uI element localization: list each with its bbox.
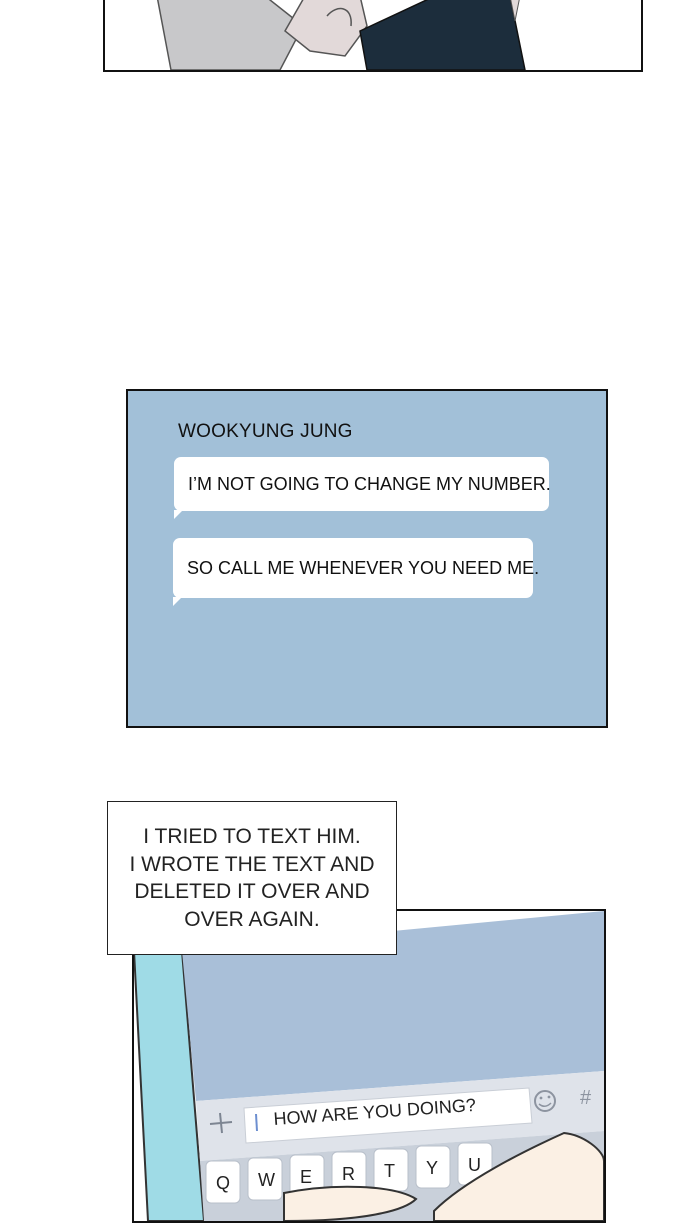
key-q[interactable]: Q xyxy=(205,1160,241,1204)
key-label: W xyxy=(258,1170,275,1190)
key-label: Y xyxy=(426,1158,438,1178)
key-label: T xyxy=(384,1161,395,1181)
emoji-icon[interactable] xyxy=(534,1090,556,1112)
top-panel-artwork xyxy=(156,0,526,70)
key-label: R xyxy=(342,1164,355,1184)
key-t[interactable]: T xyxy=(373,1148,409,1192)
sleeve-shape xyxy=(156,0,304,70)
key-e[interactable]: E xyxy=(289,1154,325,1198)
plus-icon[interactable] xyxy=(209,1112,233,1134)
message-bubble: SO CALL ME WHENEVER YOU NEED ME. xyxy=(173,538,539,606)
chat-panel: WOOKYUNG JUNG I’M NOT GOING TO CHANGE MY… xyxy=(126,389,608,728)
message-bubble: I’M NOT GOING TO CHANGE MY NUMBER. xyxy=(174,457,551,519)
caption-line: OVER AGAIN. xyxy=(184,907,320,931)
message-text: SO CALL ME WHENEVER YOU NEED ME. xyxy=(187,558,540,578)
key-label: Q xyxy=(216,1173,230,1193)
message-text: I’M NOT GOING TO CHANGE MY NUMBER. xyxy=(188,474,551,494)
message-input[interactable] xyxy=(243,1087,533,1144)
text-cursor xyxy=(255,1113,258,1132)
narration-caption-box: I TRIED TO TEXT HIM. I WROTE THE TEXT AN… xyxy=(107,801,397,955)
caption-line: I TRIED TO TEXT HIM. xyxy=(143,825,361,848)
hand-shape xyxy=(284,0,368,57)
dark-jacket-shape xyxy=(359,0,526,70)
right-thumb xyxy=(433,1131,604,1221)
key-w[interactable]: W xyxy=(247,1157,283,1201)
key-r[interactable]: R xyxy=(331,1151,367,1195)
key-label: U xyxy=(468,1155,481,1175)
hash-icon[interactable]: # xyxy=(580,1087,592,1109)
caption-line: I WROTE THE TEXT AND xyxy=(129,852,375,876)
top-comic-panel xyxy=(103,0,643,72)
key-label: E xyxy=(300,1167,312,1187)
phone-screen xyxy=(182,911,604,1101)
sender-name: WOOKYUNG JUNG xyxy=(178,421,353,442)
key-y[interactable]: Y xyxy=(415,1145,451,1189)
caption-text: I TRIED TO TEXT HIM. I WROTE THE TEXT AN… xyxy=(129,823,374,933)
caption-line: DELETED IT OVER AND xyxy=(134,880,370,903)
